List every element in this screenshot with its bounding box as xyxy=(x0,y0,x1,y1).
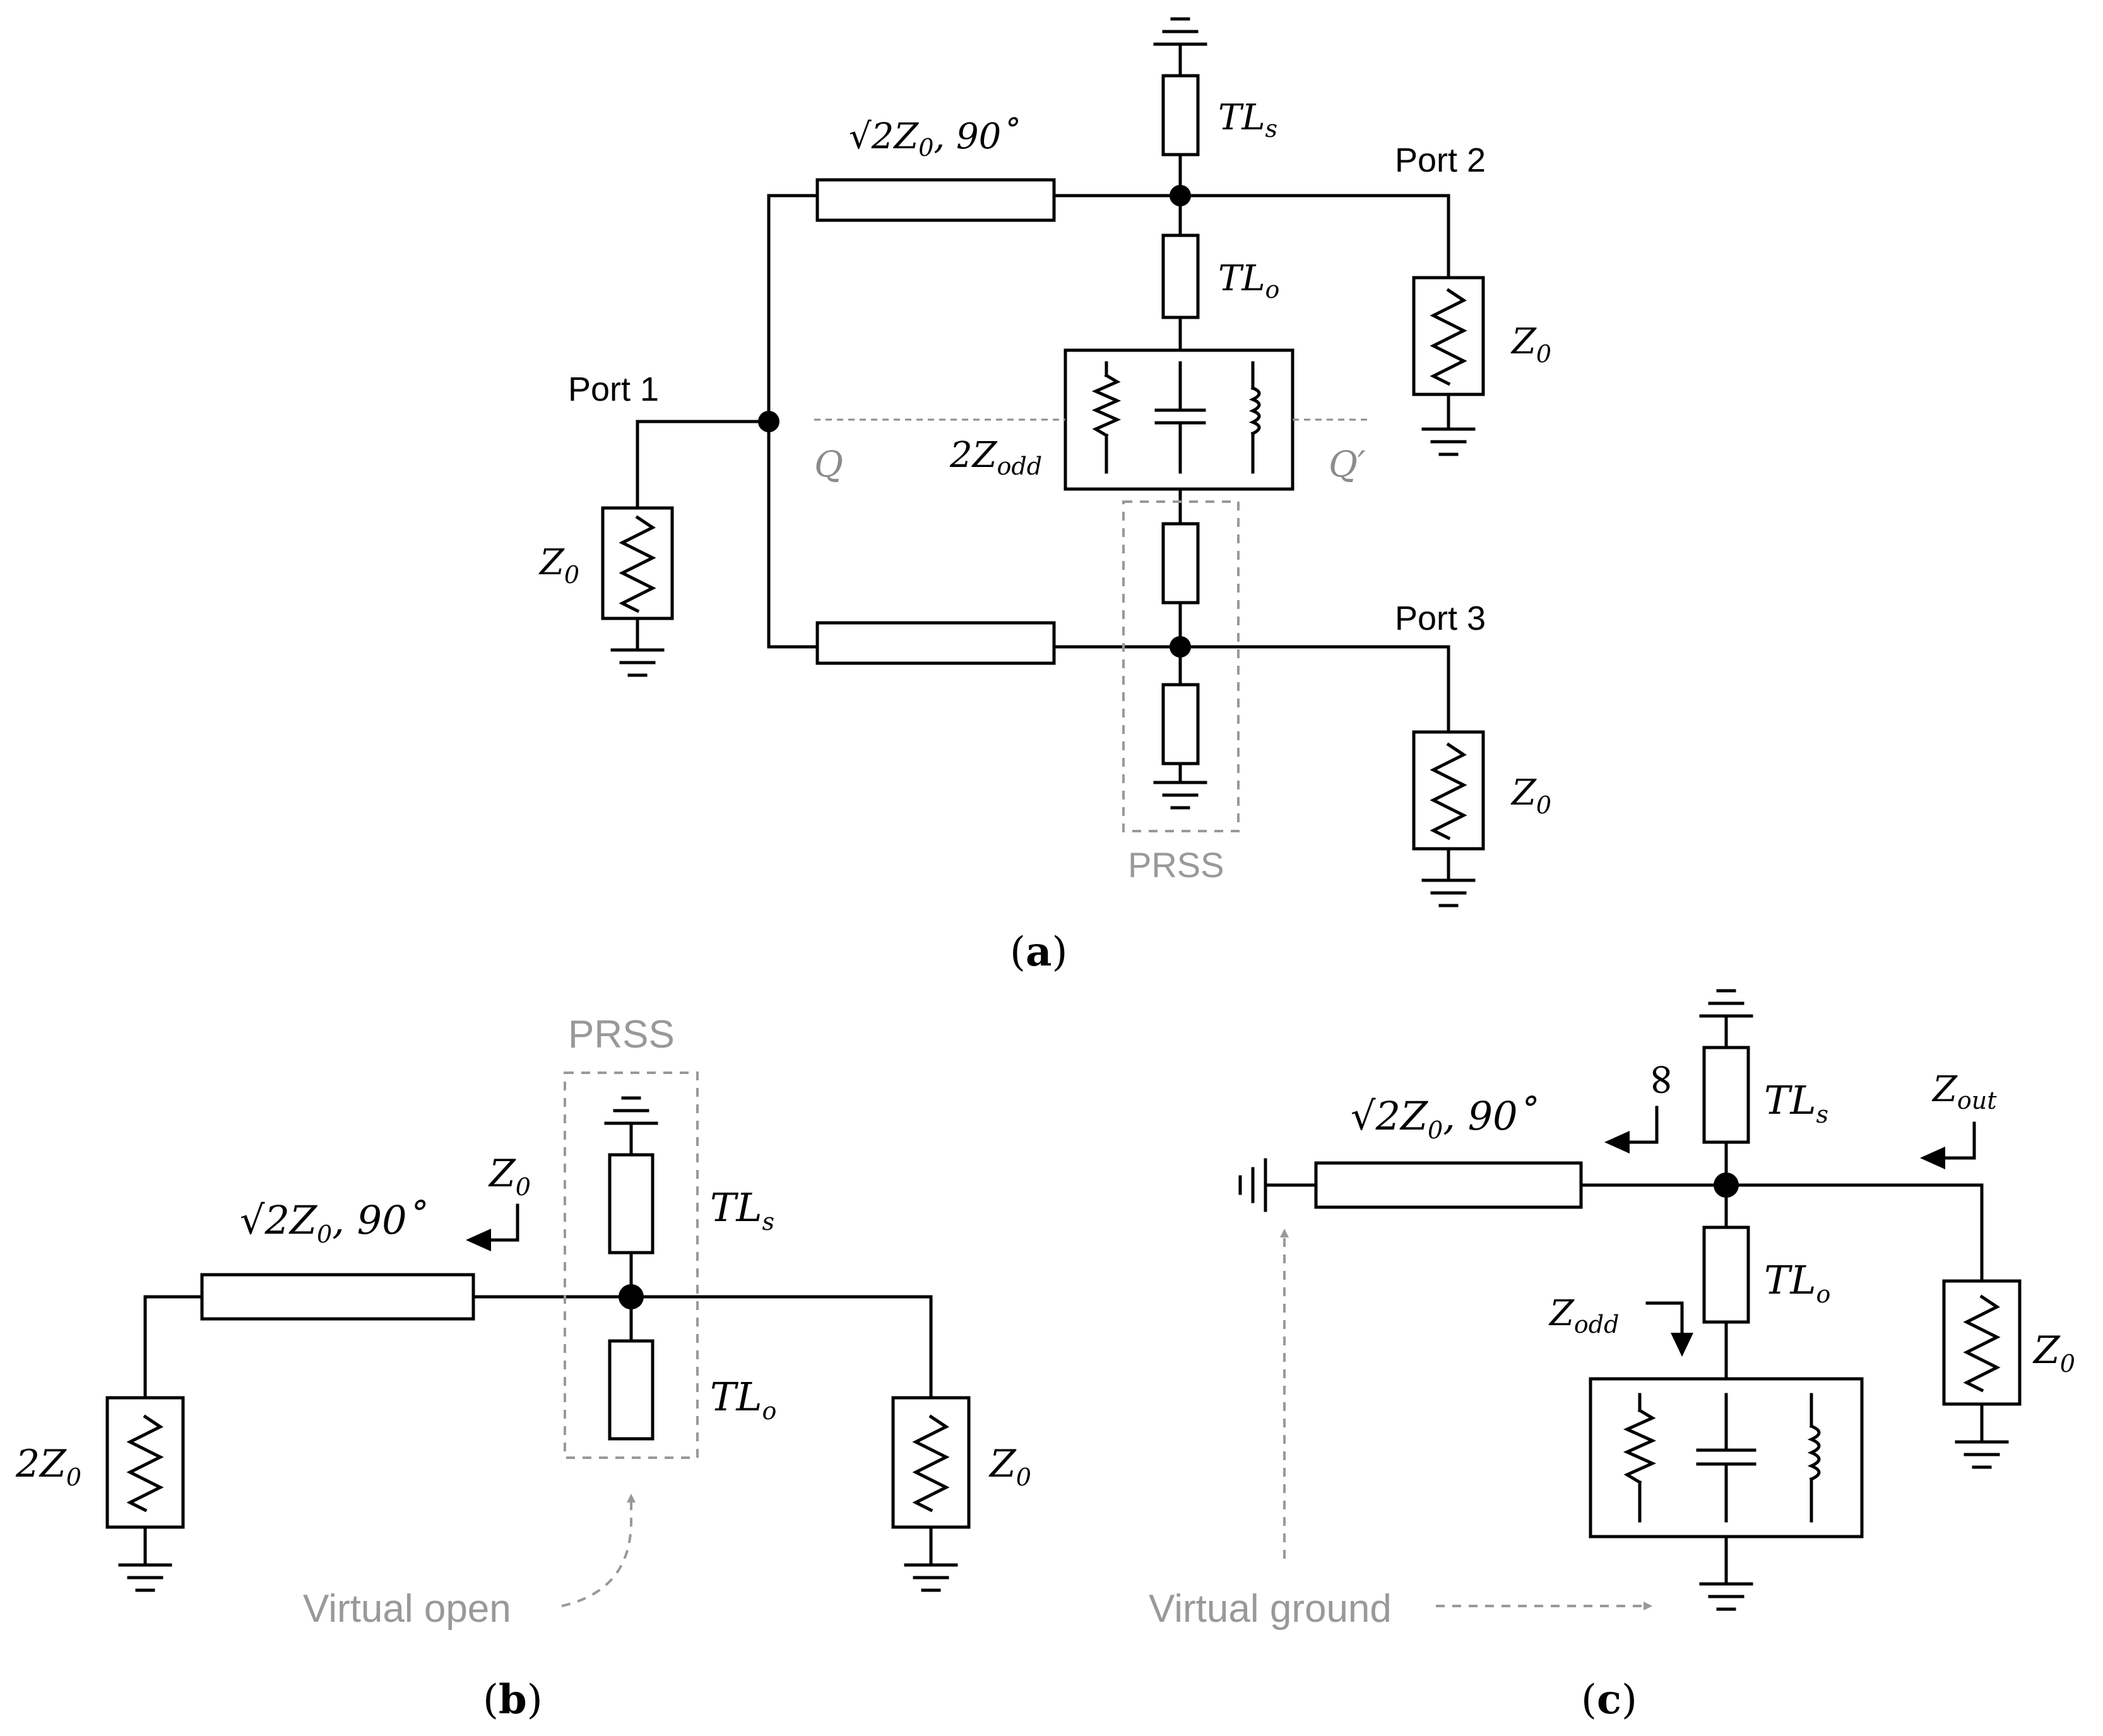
panel-a: √2Z0, 90˚ TLs TLo Port 1 Port 2 Port 3 Z… xyxy=(538,19,1551,976)
tls-box-a xyxy=(1161,74,1200,156)
load-2z0-b xyxy=(105,1396,185,1529)
tls-box-b xyxy=(608,1153,655,1255)
q-label: Q xyxy=(814,444,843,485)
tls-label-c: TLs xyxy=(1764,1077,1828,1128)
virtual-ground-label: Virtual ground xyxy=(1149,1587,1392,1631)
tls-label-b: TLs xyxy=(710,1184,774,1236)
port-arrow-b xyxy=(484,1203,519,1242)
prss-label-b: PRSS xyxy=(568,1013,675,1056)
prss-box-a xyxy=(1122,500,1240,832)
load-port1-a xyxy=(601,506,674,620)
z0-label-port3-a: Z0 xyxy=(1510,772,1551,819)
caption-b: (b) xyxy=(483,1676,543,1723)
tl-label-c: √2Z0, 90˚ xyxy=(1351,1093,1537,1144)
zodd-arrow xyxy=(1645,1301,1684,1340)
zodd-label-c: Zodd xyxy=(1548,1293,1619,1338)
tl-box-c xyxy=(1314,1161,1583,1209)
prss-box-b xyxy=(564,1072,699,1459)
tl-ground-box-a xyxy=(1161,683,1200,765)
virtual-open-label: Virtual open xyxy=(303,1587,511,1631)
two-z0-label-b: 2Z0 xyxy=(15,1442,81,1491)
tlo-label-a: TLo xyxy=(1218,258,1279,304)
junction-port1 xyxy=(758,411,779,432)
tlo-label-b: TLo xyxy=(710,1374,776,1425)
port2-label: Port 2 xyxy=(1395,141,1486,179)
z0-label-port1-a: Z0 xyxy=(538,542,579,589)
infinity-arrow xyxy=(1623,1106,1659,1144)
z0-port-label-b: Z0 xyxy=(488,1152,531,1201)
tl-bottom-a xyxy=(815,621,1056,665)
tl-label-a: √2Z0, 90˚ xyxy=(849,116,1019,162)
tl-top-a xyxy=(815,178,1056,222)
zout-arrow xyxy=(1939,1121,1976,1160)
virtual-open-arrow xyxy=(561,1494,636,1607)
z0-load-label-c: Z0 xyxy=(2032,1328,2075,1378)
tl-box-b xyxy=(200,1273,475,1321)
panel-c: √2Z0, 90˚ ∞ TLs TLo Zout Zodd Z0 Virtual… xyxy=(1149,991,2075,1723)
caption-c: (c) xyxy=(1581,1676,1637,1723)
prss-label-a: PRSS xyxy=(1128,845,1224,885)
infinity-label: ∞ xyxy=(1633,1061,1685,1098)
z0-label-port2-a: Z0 xyxy=(1510,321,1551,368)
load-port2-a xyxy=(1412,276,1485,396)
tlo-label-c: TLo xyxy=(1764,1257,1830,1308)
z0-load-label-b: Z0 xyxy=(988,1442,1031,1491)
tls-label-a: TLs xyxy=(1218,97,1277,143)
caption-a: (a) xyxy=(1010,928,1067,976)
panel-b: PRSS √2Z0, 90˚ Z0 TLs TLo 2Z0 Z0 Virtual… xyxy=(15,1013,1031,1723)
zout-label: Zout xyxy=(1931,1069,1997,1114)
q-prime-label: Q′ xyxy=(1329,444,1366,485)
tlo-box-b xyxy=(608,1339,655,1441)
load-port3-a xyxy=(1412,730,1485,851)
load-z0-c xyxy=(1942,1279,2022,1406)
tlo-box-a xyxy=(1161,233,1200,319)
port1-label: Port 1 xyxy=(568,370,659,408)
tl-label-b: √2Z0, 90˚ xyxy=(240,1197,427,1248)
port3-label: Port 3 xyxy=(1395,599,1486,637)
tlo-box-c xyxy=(1702,1225,1750,1324)
tl-lower-box-a xyxy=(1161,522,1200,605)
tls-box-c xyxy=(1702,1046,1750,1144)
zodd-label-a: 2Zodd xyxy=(949,435,1042,480)
